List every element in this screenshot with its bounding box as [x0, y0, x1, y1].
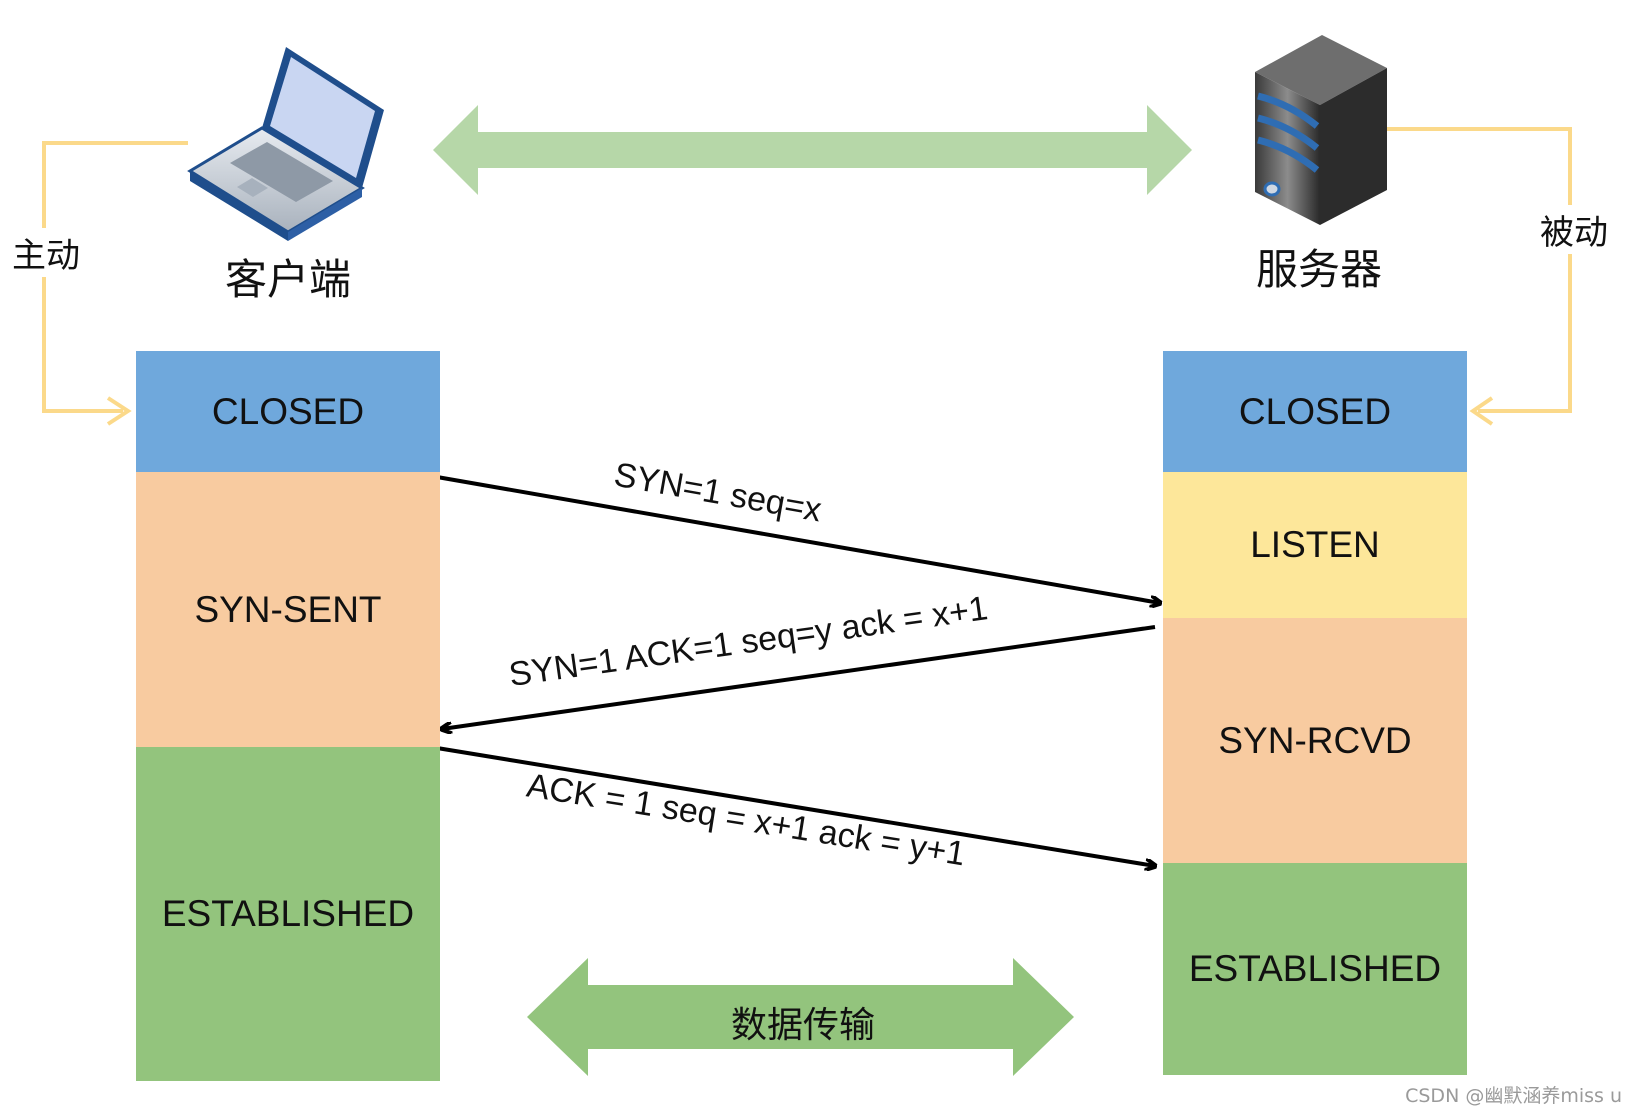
laptop-icon [187, 47, 384, 241]
client-state-syn-sent: SYN-SENT [136, 472, 440, 747]
data-transfer-arrow [527, 958, 1074, 1076]
client-mode-connector [42, 141, 188, 413]
data-transfer-label: 数据传输 [731, 1005, 876, 1046]
server-state-syn-rcvd: SYN-RCVD [1163, 618, 1467, 863]
server-label: 服务器 [1256, 245, 1383, 294]
watermark: CSDN @幽默涵养miss u [1405, 1085, 1622, 1107]
syn-arrow [436, 475, 1160, 603]
server-state-closed: CLOSED [1163, 351, 1467, 472]
syn-ack-arrow [442, 625, 1156, 729]
client-state-established: ESTABLISHED [136, 747, 440, 1081]
top-connection-arrow [433, 105, 1192, 195]
server-state-listen: LISTEN [1163, 472, 1467, 618]
client-mode-label: 主动 [12, 228, 80, 277]
client-state-closed: CLOSED [136, 351, 440, 472]
server-mode-connector [1385, 127, 1572, 413]
client-label: 客户端 [225, 255, 352, 304]
server-mode-label: 被动 [1540, 205, 1608, 254]
server-icon [1255, 35, 1387, 225]
ack-arrow [436, 746, 1155, 866]
server-state-established: ESTABLISHED [1163, 863, 1467, 1075]
